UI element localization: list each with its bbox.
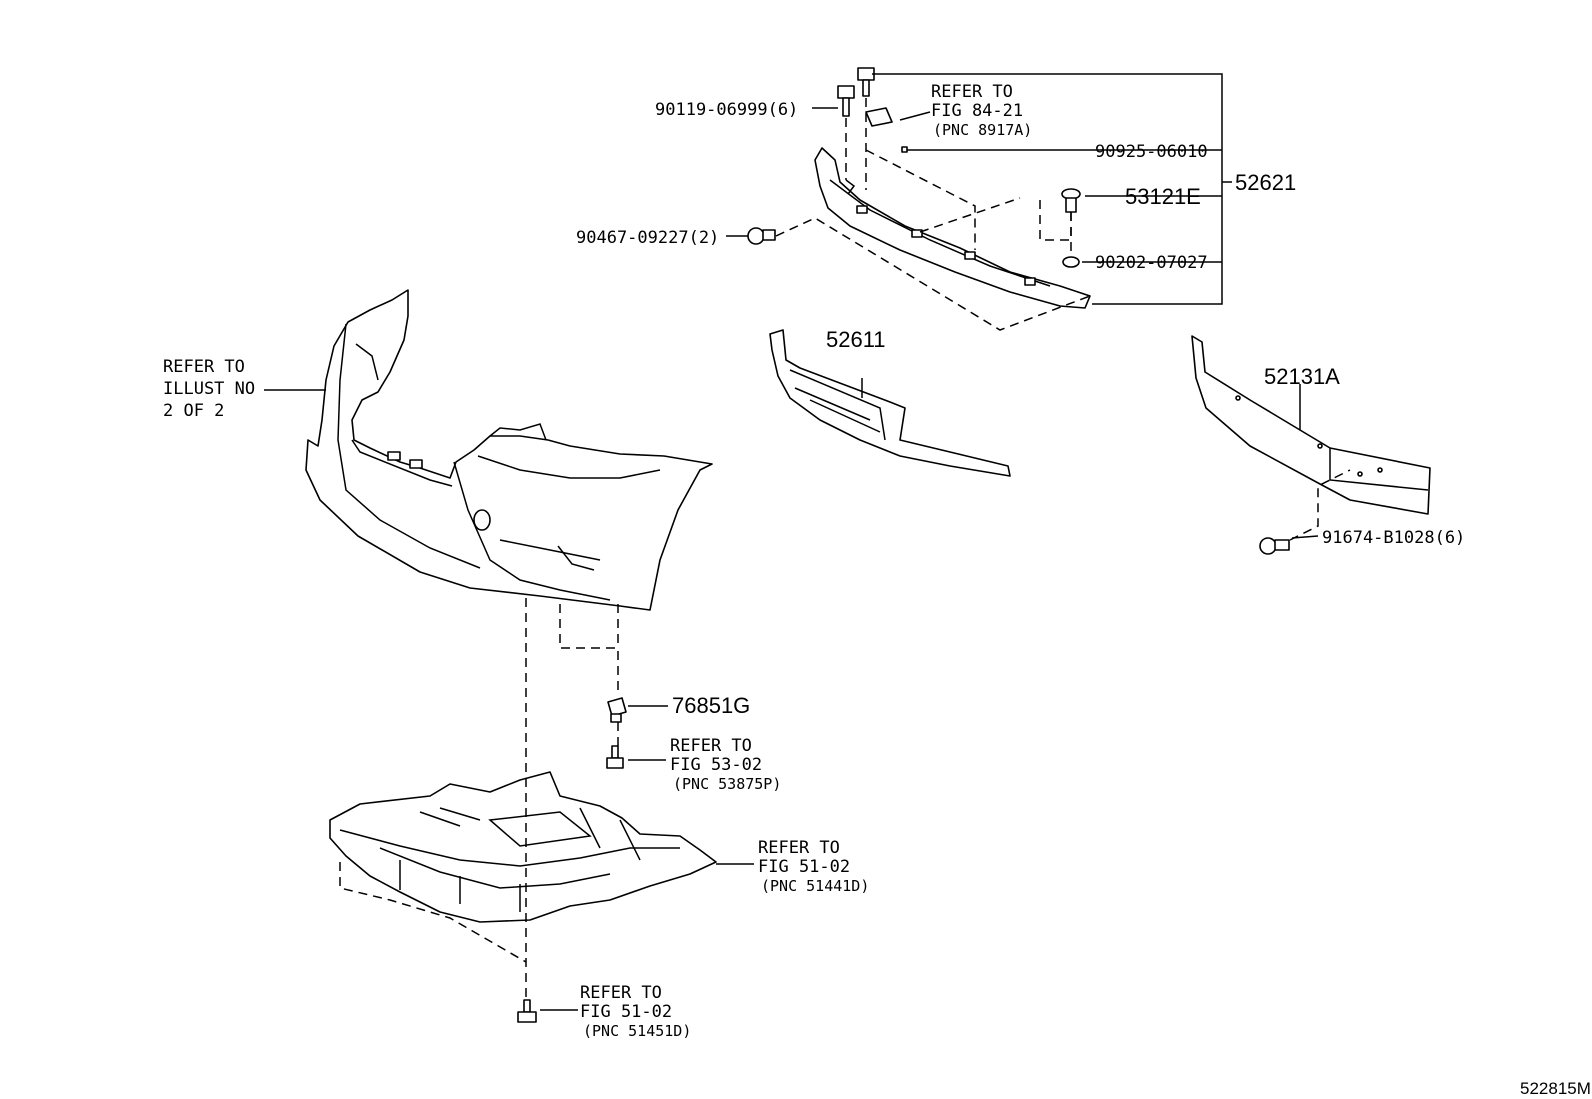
- nut-90467-icon[interactable]: [747, 227, 776, 245]
- label-refer-51441d-1: REFER TO: [758, 838, 840, 858]
- label-nut-90467: 90467-09227(2): [576, 228, 719, 248]
- reinforcement-52131a[interactable]: [1191, 335, 1431, 515]
- support-52611[interactable]: [769, 329, 1011, 477]
- bracket-8917a-icon[interactable]: [865, 107, 893, 127]
- clip-53121e-icon[interactable]: [1061, 188, 1081, 213]
- label-refer-51441d-2: FIG 51-02: [758, 857, 850, 877]
- label-nut-76851g: 76851G: [672, 693, 750, 718]
- engine-under-cover[interactable]: [329, 771, 717, 923]
- nut-76851g-icon[interactable]: [607, 697, 627, 723]
- label-refer-8917a-1: REFER TO: [931, 82, 1013, 102]
- label-reinforcement-52131a: 52131A: [1264, 364, 1340, 389]
- bolt-top-icon[interactable]: [857, 67, 875, 97]
- clip-90202-icon[interactable]: [1062, 256, 1080, 268]
- label-refer-51451d-1: REFER TO: [580, 983, 662, 1003]
- label-support-52611: 52611: [826, 327, 886, 352]
- label-refer-51441d-3: (PNC 51441D): [761, 877, 869, 895]
- label-retainer-52621: 52621: [1235, 170, 1296, 195]
- label-refer-53875p-1: REFER TO: [670, 736, 752, 756]
- diagram-code: 522815M: [1520, 1079, 1591, 1098]
- front-bumper-cover[interactable]: [305, 289, 713, 611]
- label-clip-53121e: 53121E: [1125, 184, 1201, 209]
- label-refer-53875p-2: FIG 53-02: [670, 755, 762, 775]
- label-bolt-91674: 91674-B1028(6): [1322, 528, 1465, 548]
- label-refer-8917a-2: FIG 84-21: [931, 101, 1023, 121]
- label-clip-90202: 90202-07027: [1095, 253, 1208, 273]
- bolt-51451d-icon[interactable]: [517, 999, 537, 1023]
- bolt-91674-icon[interactable]: [1259, 537, 1290, 555]
- label-bolt-90119: 90119-06999(6): [655, 100, 798, 120]
- label-refer-illust-1: REFER TO: [163, 357, 245, 377]
- bolt-53875p-icon[interactable]: [606, 745, 624, 769]
- bumper-retainer-52621[interactable]: [814, 147, 1091, 309]
- label-refer-8917a-3: (PNC 8917A): [933, 121, 1032, 139]
- label-refer-51451d-3: (PNC 51451D): [583, 1022, 691, 1040]
- label-refer-illust-3: 2 OF 2: [163, 401, 224, 421]
- bolt-90119-06999-icon[interactable]: [837, 85, 855, 117]
- label-refer-51451d-2: FIG 51-02: [580, 1002, 672, 1022]
- label-refer-53875p-3: (PNC 53875P): [673, 775, 781, 793]
- label-clip-90925: 90925-06010: [1095, 142, 1208, 162]
- label-refer-illust-2: ILLUST NO: [163, 379, 255, 399]
